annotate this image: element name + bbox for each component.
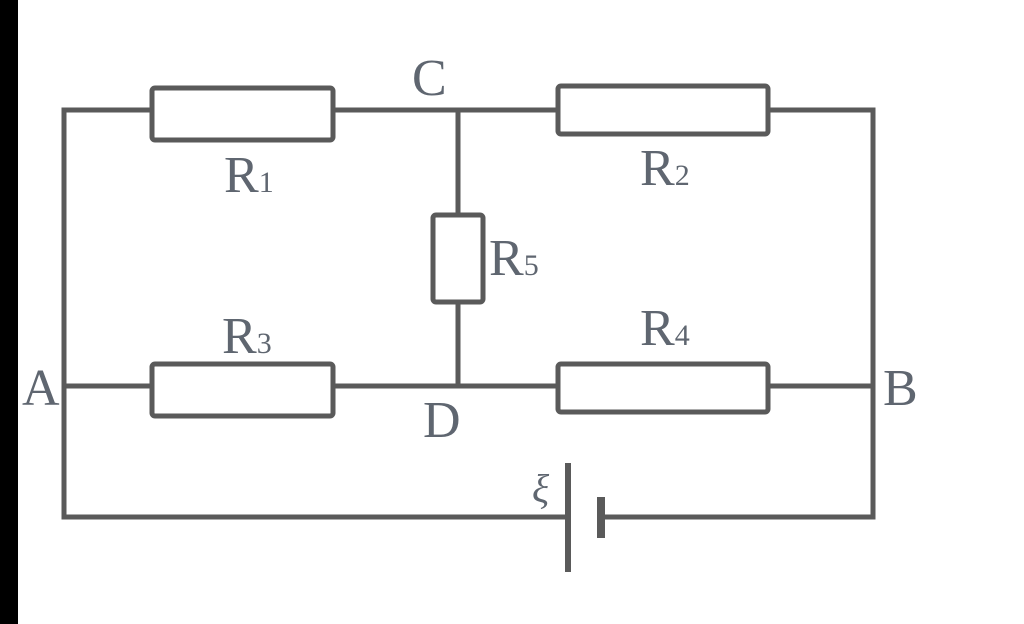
label-r5-letter: R: [489, 230, 524, 287]
resistor-r1: [149, 85, 336, 143]
resistor-r2: [555, 83, 771, 137]
label-r4: R4: [640, 300, 690, 357]
node-label-a: A: [22, 360, 60, 417]
label-r3: R3: [222, 308, 272, 365]
node-label-b: B: [883, 360, 918, 417]
label-r1-sub: 1: [259, 166, 274, 199]
label-r2-letter: R: [640, 140, 675, 197]
label-r5: R5: [489, 230, 539, 287]
resistor-r5: [430, 212, 486, 305]
label-r1: R1: [224, 147, 274, 204]
node-label-c: C: [412, 50, 447, 107]
label-r4-letter: R: [640, 300, 675, 357]
node-label-d: D: [423, 392, 461, 449]
wires: [61, 107, 876, 520]
label-r2-sub: 2: [675, 159, 690, 192]
label-r4-sub: 4: [675, 319, 690, 352]
resistor-r4: [555, 361, 771, 415]
label-r3-letter: R: [222, 308, 257, 365]
label-r5-sub: 5: [524, 249, 539, 282]
label-r2: R2: [640, 140, 690, 197]
label-emf: ξ: [532, 466, 550, 511]
left-black-border: [0, 0, 18, 624]
label-r1-letter: R: [224, 147, 259, 204]
label-r3-sub: 3: [257, 327, 272, 360]
resistor-r3: [149, 361, 336, 419]
